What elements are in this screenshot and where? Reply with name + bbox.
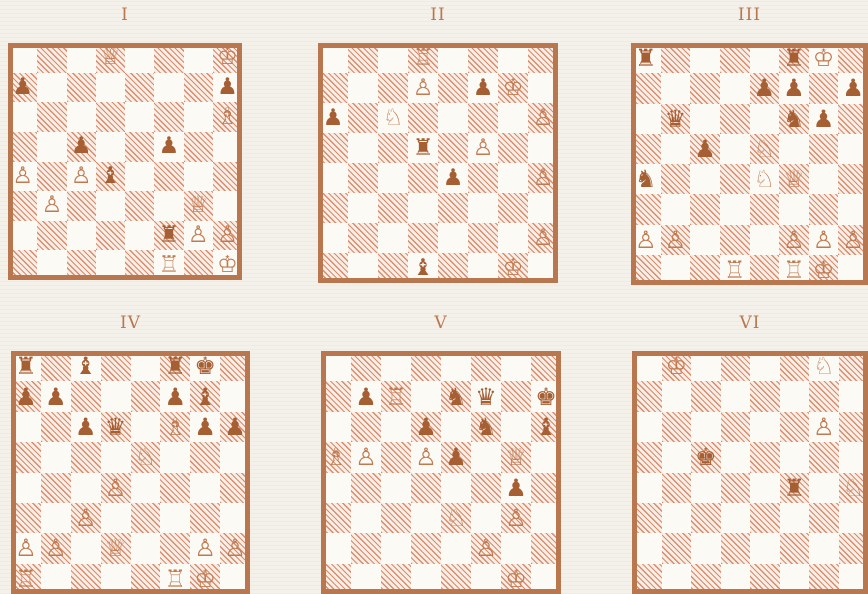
- board-frame: [632, 351, 868, 594]
- chess-diagram-vi: VI ♔♘♙♚♜♘: [632, 351, 868, 594]
- board-frame: [8, 43, 242, 280]
- chess-diagram-i: I ♕♔♟♟♗♟♟♙♙♝♙♕♜♙♙♖♔: [8, 43, 242, 280]
- diagram-title: III: [631, 5, 868, 25]
- diagram-title: I: [8, 5, 242, 25]
- board-frame: [318, 43, 558, 283]
- chess-diagram-ii: II ♖♙♟♔♟♘♙♜♙♟♙♙♝♔: [318, 43, 558, 283]
- board-frame: [631, 43, 868, 285]
- board-frame: [11, 351, 250, 594]
- diagram-title: VI: [632, 313, 868, 333]
- chess-diagram-v: V ♟♖♞♛♚♟♞♝♗♙♙♟♕♟♘♙♙♔: [321, 351, 561, 594]
- diagram-title: V: [321, 313, 561, 333]
- chess-diagram-iii: III ♜♜♔♟♟♟♛♞♟♟♘♞♘♕♙♙♙♙♙♖♖♔: [631, 43, 868, 285]
- diagram-title: IV: [11, 313, 250, 333]
- diagram-title: II: [318, 5, 558, 25]
- board-frame: [321, 351, 561, 594]
- chess-diagram-iv: IV ♜♝♜♚♟♟♟♝♟♛♗♟♟♘♙♙♙♙♕♙♙♖♖♔: [11, 351, 250, 594]
